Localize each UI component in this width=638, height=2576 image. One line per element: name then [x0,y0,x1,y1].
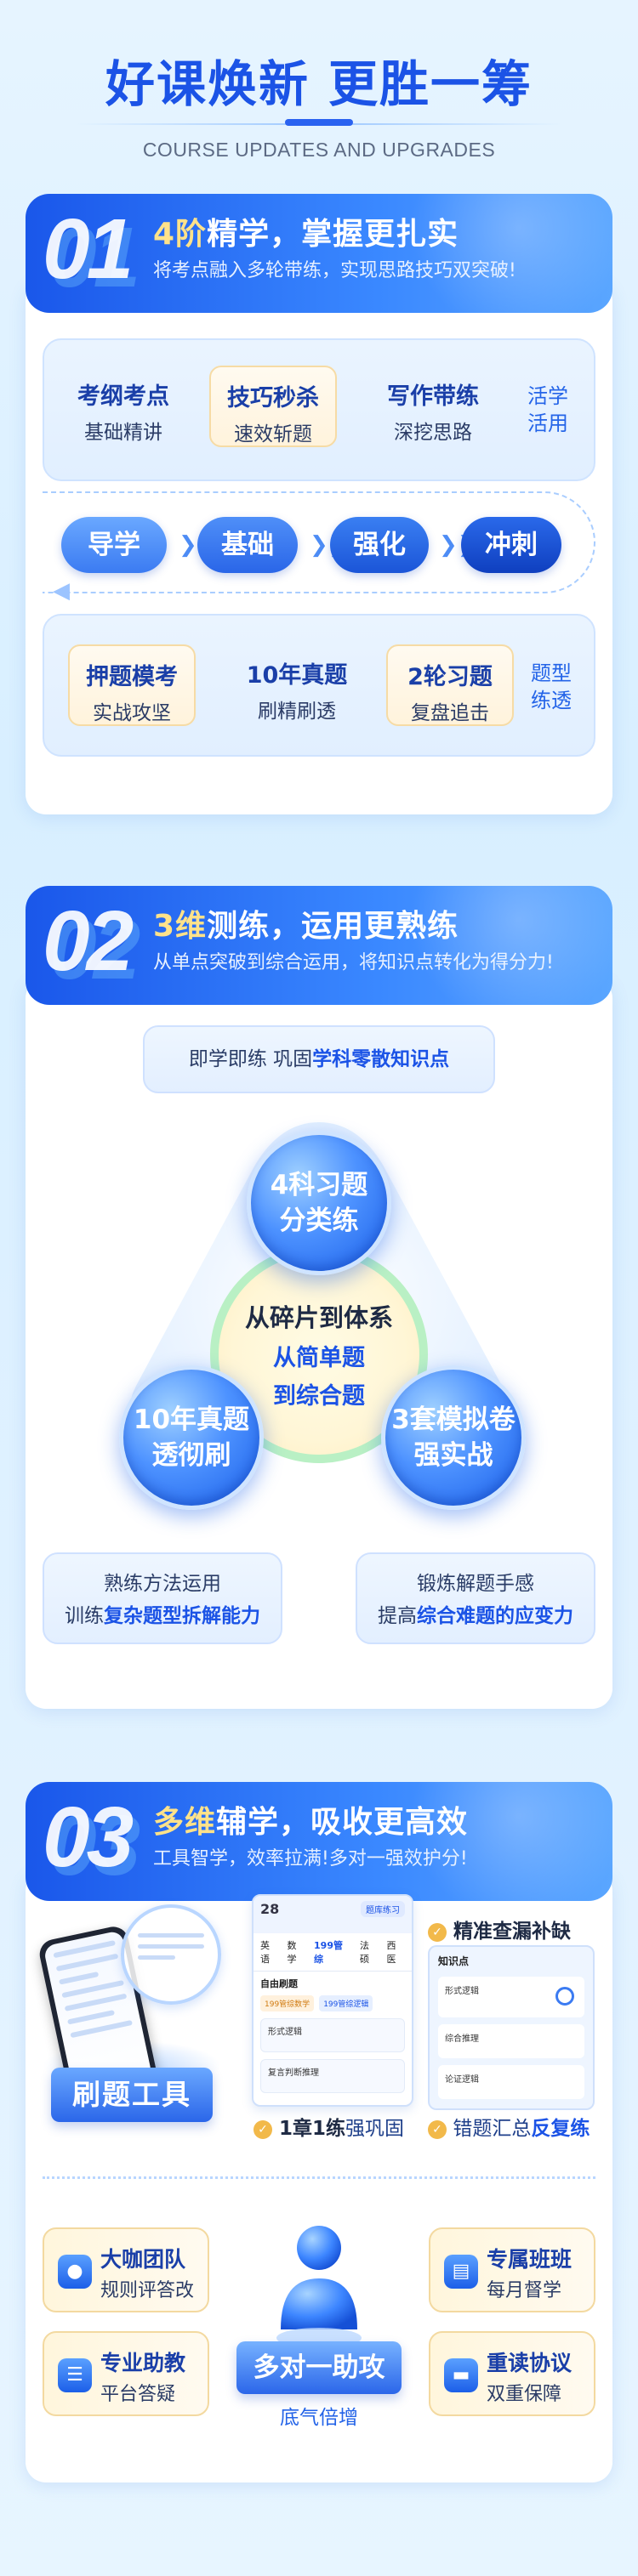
help-card: ☰专业助教平台答疑 [43,2331,209,2416]
title-part-a: 好课焕新 [105,55,310,113]
ball-right: 3套模拟卷强实战 [381,1365,526,1510]
mid-label: 多对一助攻 [236,2341,402,2394]
tool-label: 刷题工具 [51,2068,213,2122]
section-number-shadow: 02 [49,902,140,997]
section-title: 4阶精学，掌握更扎实 [153,217,459,252]
tag-item: 技巧秒杀速效斩题 [209,366,337,447]
chat-icon: ☰ [58,2358,92,2392]
ball-top: 4科习题分类练 [247,1131,391,1275]
tag-item: 2轮习题复盘追击 [386,644,514,726]
help-card: ●大咖团队规则评答改 [43,2227,209,2312]
label-precise: ✓ 精准查漏补缺 [428,1915,571,1943]
progress-track [43,491,595,593]
tag-item: 考纲考点基础精讲 [77,383,169,444]
section-3-header: 03 03 多维辅学，吸收更高效 工具智学，效率拉满!多对一强效护分! [26,1782,612,1901]
page-title: 好课焕新更胜一筹 [0,44,638,116]
label-chapter: ✓ 1章1练强巩固 [253,2112,404,2141]
magnifier-icon [121,1904,221,2005]
check-icon: ✓ [428,2119,447,2139]
header-accent-bar [285,119,353,126]
tag-item: 10年真题刷精刷透 [246,662,348,723]
bottom-tag-right: 锻炼解题手感提高综合难题的应变力 [356,1552,595,1644]
tab-active[interactable]: 199管综 [314,1940,343,1965]
section-title: 多维辅学，吸收更高效 [153,1805,469,1840]
section-1-header: 01 01 4阶精学，掌握更扎实 将考点融入多轮带练，实现思路技巧双突破! [26,194,612,313]
section-number-shadow: 01 [49,210,140,305]
stage-pill: 冲刺 [461,517,561,573]
list-item[interactable]: 复言判断推理 [260,2059,405,2093]
dotted-divider [43,2176,595,2179]
side-label: 题型练透 [531,661,572,712]
book-icon: ▤ [444,2255,478,2289]
mid-sublabel: 底气倍增 [280,2407,358,2429]
stage-pill: 基础 [197,517,298,573]
title-part-b: 更胜一筹 [328,55,533,113]
help-card: ▬重读协议双重保障 [429,2331,595,2416]
top-tag: 即学即练 巩固学科零散知识点 [143,1025,495,1093]
tag-item: 写作带练深挖思路 [387,383,479,444]
tab[interactable]: 西医 [386,1940,396,1965]
stage-pill: 导学 [61,517,167,573]
track-arrow-icon: ◀ [53,578,70,604]
section-number: 01 [43,201,134,297]
tab[interactable]: 法硕 [360,1940,369,1965]
check-icon: ✓ [253,2119,272,2139]
side-label: 活学活用 [527,384,568,435]
person-icon: ● [58,2255,92,2289]
help-card: ▤专属班班每月督学 [429,2227,595,2312]
list-item[interactable]: 形式逻辑 [438,1977,584,2017]
section-number-shadow: 03 [49,1798,140,1893]
tab[interactable]: 英语 [260,1940,270,1965]
stage-pill: 强化 [330,517,429,573]
tab[interactable]: 数学 [287,1940,297,1965]
list-item[interactable]: 综合推理 [438,2024,584,2058]
check-icon: ✓ [428,1922,447,1942]
page-subtitle: COURSE UPDATES AND UPGRADES [142,139,496,161]
bottom-tag-left: 熟练方法运用训练复杂题型拆解能力 [43,1552,282,1644]
list-item[interactable]: 论证逻辑 [438,2065,584,2099]
section-desc: 从单点突破到综合运用，将知识点转化为得分力! [153,952,554,973]
section-desc: 工具智学，效率拉满!多对一强效护分! [153,1848,468,1870]
section-title: 3维测练，运用更熟练 [153,909,459,944]
section-number: 03 [43,1790,134,1885]
folder-icon: ▬ [444,2358,478,2392]
list-item[interactable]: 形式逻辑 [260,2018,405,2052]
section-2-header: 02 02 3维测练，运用更熟练 从单点突破到综合运用，将知识点转化为得分力! [26,886,612,1005]
section-desc: 将考点融入多轮带练，实现思路技巧双突破! [153,260,516,281]
app-tabs: 英语 数学 199管综 法硕 西医 [253,1933,412,1972]
ball-left: 10年真题透彻刷 [119,1365,264,1510]
label-wrong: ✓ 错题汇总反复练 [428,2112,590,2141]
app-screenshot: 28 题库练习 英语 数学 199管综 法硕 西医 自由刷题 199管综数学 1… [252,1894,413,2107]
user-figure-icon [276,2226,362,2348]
tag-item: 押题模考实战攻坚 [68,644,196,726]
knowledge-screenshot: 知识点 形式逻辑 综合推理 论证逻辑 [428,1945,595,2110]
progress-ring-icon [555,1987,574,2006]
section-number: 02 [43,894,134,989]
